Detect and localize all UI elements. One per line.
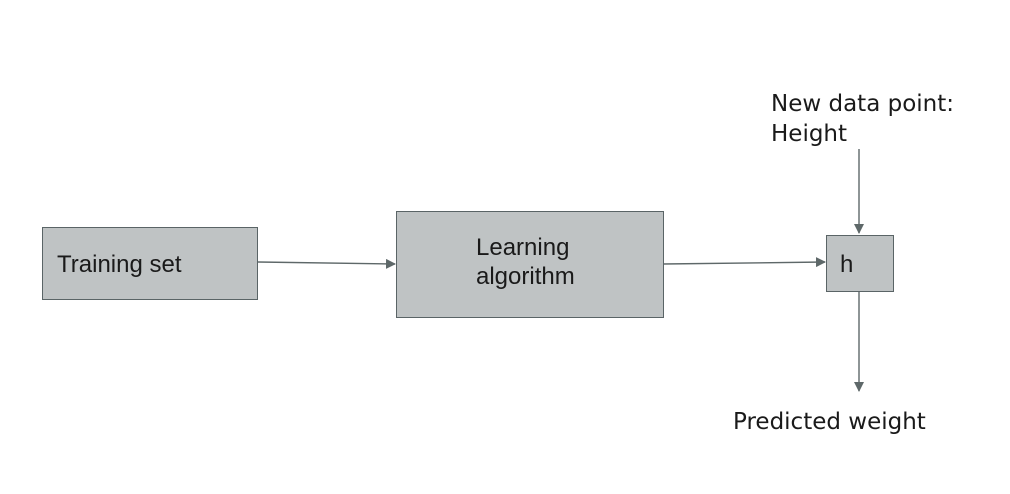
learning-algorithm-label-line1: Learning [476,234,570,261]
arrow-training-to-algorithm [257,258,396,269]
input-label-line1: New data point: [771,91,955,117]
training-set-box [42,227,258,300]
learning-algorithm-box [396,211,664,318]
output-label: Predicted weight [733,409,926,435]
hypothesis-label: h [840,251,854,278]
learning-algorithm-label-line2: algorithm [476,263,575,290]
training-set-label: Training set [57,251,182,278]
arrow-algorithm-to-h [662,257,826,268]
input-label-line2: Height [771,121,848,147]
hypothesis-box [826,235,894,292]
